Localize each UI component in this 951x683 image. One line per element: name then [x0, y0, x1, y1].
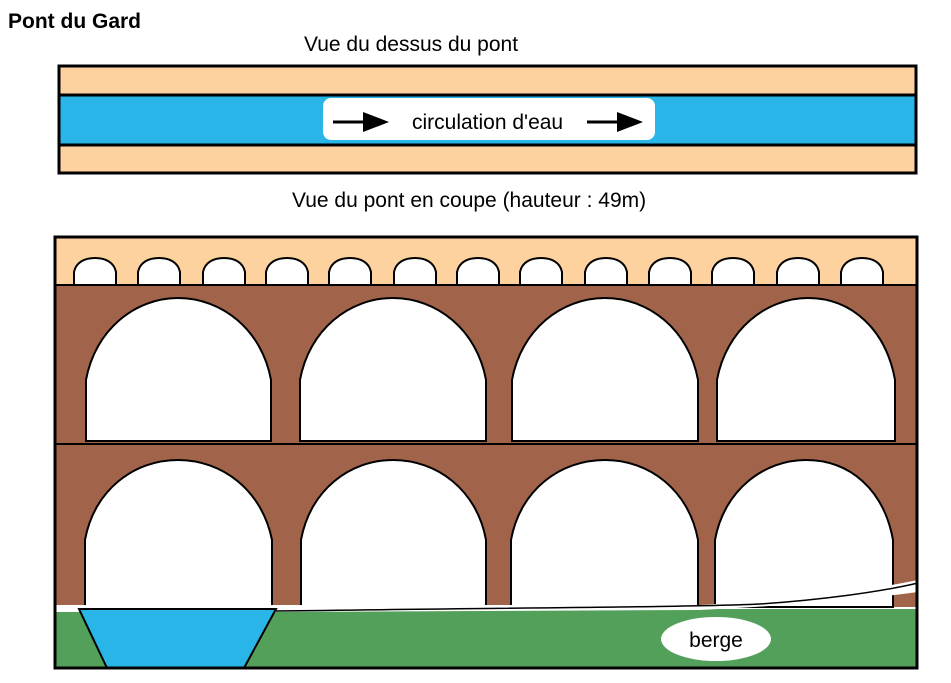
arch: [300, 458, 487, 608]
lower-tier-arches: [84, 458, 894, 608]
small-arch: [202, 256, 246, 286]
arch: [511, 296, 699, 442]
small-arch: [711, 256, 755, 286]
section-view: berge: [53, 235, 919, 670]
arch: [299, 296, 487, 442]
section-view-caption: Vue du pont en coupe (hauteur : 49m): [292, 189, 647, 212]
small-arch: [393, 256, 437, 286]
small-arch: [265, 256, 309, 286]
arch: [714, 458, 894, 608]
small-arch: [648, 256, 692, 286]
small-arch: [840, 256, 884, 286]
small-arch: [519, 256, 563, 286]
arch: [84, 458, 273, 608]
arrow-right-icon: [587, 112, 643, 132]
section-frame: [53, 235, 919, 670]
small-arch: [328, 256, 372, 286]
top-view-caption: Vue du dessus du pont: [304, 33, 519, 56]
arch: [716, 296, 896, 442]
flow-label: circulation d'eau: [412, 111, 563, 134]
arrow-right-icon: [333, 112, 389, 132]
flow-label-box: [323, 98, 655, 140]
small-arch: [776, 256, 820, 286]
arch: [510, 458, 699, 608]
bank-label: berge: [689, 629, 743, 652]
top-view: circulation d'eau: [57, 64, 918, 175]
small-arches: [73, 256, 884, 286]
small-arch: [73, 256, 117, 286]
bank-label-bubble: [661, 617, 771, 661]
river: [77, 608, 278, 669]
middle-tier-arches: [85, 296, 896, 442]
small-arch: [456, 256, 500, 286]
small-arch: [137, 256, 181, 286]
small-arch: [584, 256, 628, 286]
page-title: Pont du Gard: [8, 10, 141, 33]
arch: [85, 296, 272, 442]
